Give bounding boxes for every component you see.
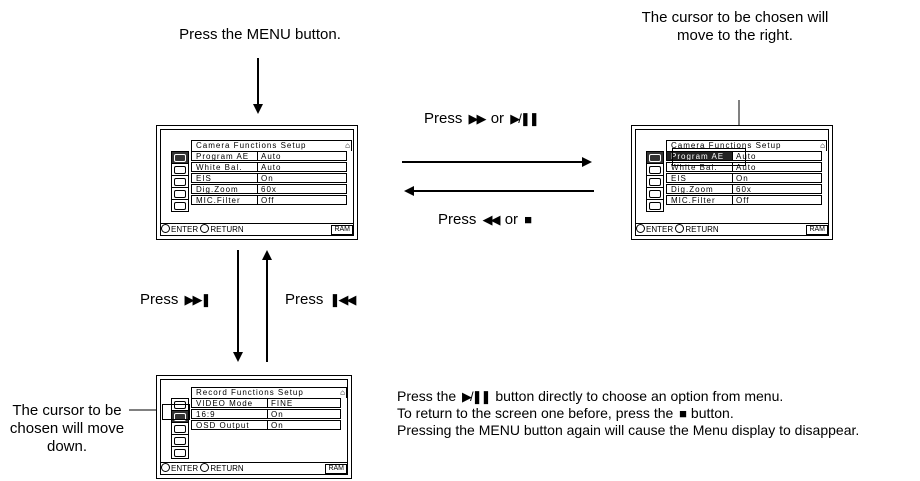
ram-badge: RAM	[325, 463, 347, 474]
instruction-line-2: To return to the screen one before, pres…	[397, 405, 734, 421]
press-ff-or-playpause-label: Press ▶▶ or ▶/❚❚	[424, 110, 540, 127]
enter-icon	[636, 224, 645, 233]
play-pause-icon: ▶/❚❚	[510, 111, 539, 126]
camera-icon: ⌂	[340, 388, 346, 397]
menu-title: Camera Functions Setup⌂	[666, 140, 827, 151]
display-icon	[171, 434, 189, 447]
wrench-icon	[646, 199, 664, 212]
menu-footer: ENTER RETURN RAM	[636, 223, 828, 235]
menu-row-white-bal: White Bal.Auto	[666, 162, 822, 172]
display-icon	[646, 187, 664, 200]
skip-prev-icon: ❚◀◀	[329, 292, 357, 307]
instructions-text: Press the ▶/❚❚ button directly to choose…	[397, 388, 917, 439]
fast-forward-icon: ▶▶	[468, 111, 487, 126]
press-prev-label: Press ❚◀◀	[285, 291, 357, 308]
instruction-line-3: Pressing the MENU button again will caus…	[397, 422, 860, 438]
press-next-label: Press ▶▶❚	[140, 291, 212, 308]
rewind-icon: ◀◀	[482, 212, 501, 227]
display-icon	[171, 187, 189, 200]
menu-title: Camera Functions Setup⌂	[191, 140, 352, 151]
return-icon	[675, 224, 685, 233]
enter-icon	[161, 463, 170, 472]
skip-next-icon: ▶▶❚	[184, 292, 212, 307]
menu-footer: ENTER RETURN RAM	[161, 462, 347, 474]
enter-icon	[161, 224, 170, 233]
selection-cursor	[162, 404, 190, 420]
play-pause-icon: ▶/❚❚	[462, 389, 491, 404]
menu-footer: ENTER RETURN RAM	[161, 223, 353, 235]
menu-icon-column	[646, 151, 664, 212]
press-menu-label: Press the MENU button.	[179, 26, 341, 43]
camera-icon: ⌂	[345, 141, 351, 150]
wrench-icon	[171, 199, 189, 212]
instruction-line-1: Press the ▶/❚❚ button directly to choose…	[397, 388, 784, 404]
selection-cursor	[672, 148, 746, 166]
cursor-down-label: The cursor to be chosen will move down.	[9, 402, 125, 455]
menu-icon-column	[171, 151, 189, 212]
ram-badge: RAM	[806, 224, 828, 235]
stop-icon: ■	[679, 406, 687, 421]
wrench-icon	[171, 446, 189, 459]
return-icon	[200, 463, 210, 472]
camera-icon: ⌂	[820, 141, 826, 150]
menu-row-white-bal: White Bal.Auto	[191, 162, 347, 172]
ram-badge: RAM	[331, 224, 353, 235]
return-icon	[200, 224, 210, 233]
stop-icon: ■	[524, 212, 532, 227]
press-rew-or-stop-label: Press ◀◀ or ■	[438, 211, 532, 228]
camera-functions-icon	[171, 151, 189, 164]
menu-title: Record Functions Setup⌂	[191, 387, 347, 398]
cursor-right-label: The cursor to be chosen will move to the…	[641, 9, 829, 44]
